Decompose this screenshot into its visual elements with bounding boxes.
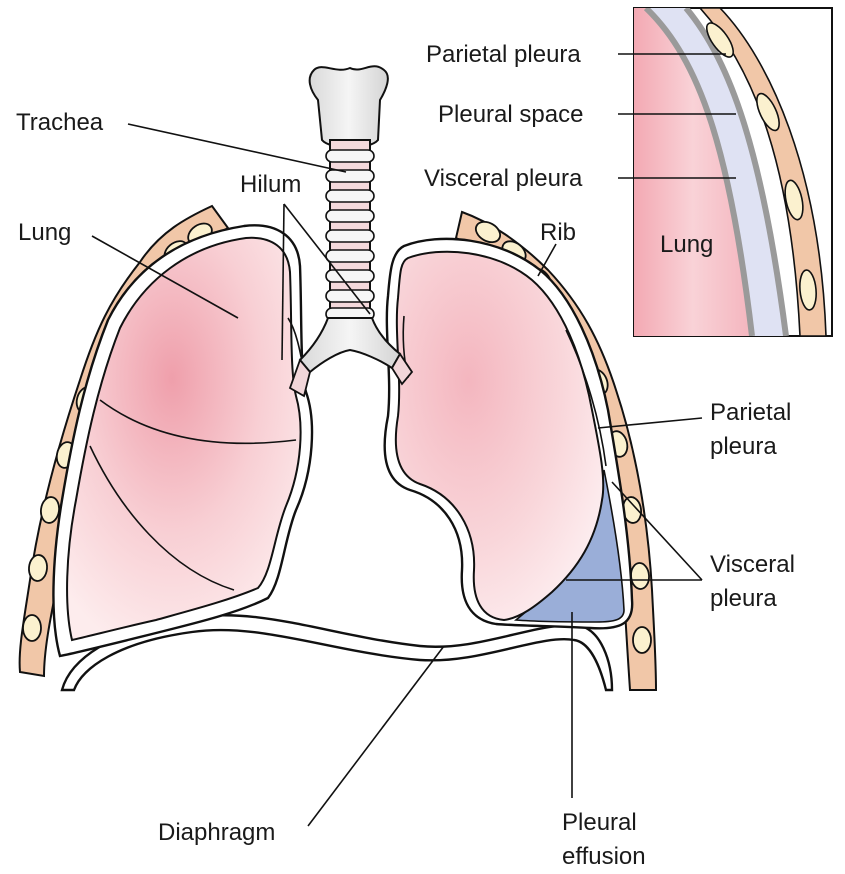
larynx [308,65,389,149]
left-lung-fissure [89,445,235,591]
left-lung [52,224,314,658]
parietal-pleura-leader [597,417,703,429]
inset-label-pleural-space: Pleural space [438,101,583,128]
label-pleural-effusion-line2: effusion [562,843,646,870]
trachea-ring [325,149,375,163]
inset-detail [618,7,833,337]
labels: Trachea Hilum Lung Rib Parietal pleura V… [16,41,795,870]
trachea-leader [127,123,347,173]
rib-bone [22,614,42,642]
inset-chest-wall [698,8,827,336]
label-diaphragm: Diaphragm [158,819,275,846]
rib-bone [632,626,652,654]
inset-label-lung: Lung [660,231,713,258]
visceral-pleura-leader [611,481,703,581]
inset-rib [705,22,735,58]
label-rib: Rib [540,219,576,246]
rib-leader [537,243,557,277]
left-lung-tissue [66,236,302,642]
bronchi [298,317,402,374]
trachea-ring [325,189,375,203]
inset-parietal-pleura-line [683,8,789,336]
left-bronchus [288,358,311,398]
leader-lines [91,123,703,827]
left-lung-fissure [99,399,297,445]
trachea-ring [325,269,375,283]
label-parietal-pleura-line1: Parietal [710,399,791,426]
trachea-ring [325,249,375,263]
right-lung [383,237,634,630]
trachea-ring [325,169,375,183]
label-visceral-pleura-line1: Visceral [710,551,795,578]
inset-pleural-space [646,8,786,336]
label-trachea: Trachea [16,109,104,136]
rib-bone [40,496,60,524]
diaphragm-leader [307,645,445,827]
inset-rib [756,92,780,132]
trachea-ring [325,209,375,223]
right-bronchus [390,352,414,386]
inset-rib [784,179,804,221]
label-lung: Lung [18,219,71,246]
inset-rib [799,269,817,311]
trachea-ring [325,289,375,303]
label-parietal-pleura-line2: pleura [710,433,777,460]
rib-bone [474,220,502,244]
hilum-leader [283,203,371,315]
inset-visceral-pleura-line [643,8,755,336]
label-hilum: Hilum [240,171,301,198]
lung-leader [91,235,239,319]
right-lung-tissue [394,250,605,622]
label-visceral-pleura-line2: pleura [710,585,777,612]
trachea-ring [325,229,375,243]
right-pleural-layer [565,329,607,467]
diaphragm [60,614,614,692]
hilum-leader [281,203,285,361]
rib-bone [28,554,48,582]
inset-label-parietal-pleura: Parietal pleura [426,41,581,68]
label-pleural-effusion-line1: Pleural [562,809,637,836]
inset-label-visceral-pleura: Visceral pleura [424,165,583,192]
inset-lung-area [634,8,752,336]
